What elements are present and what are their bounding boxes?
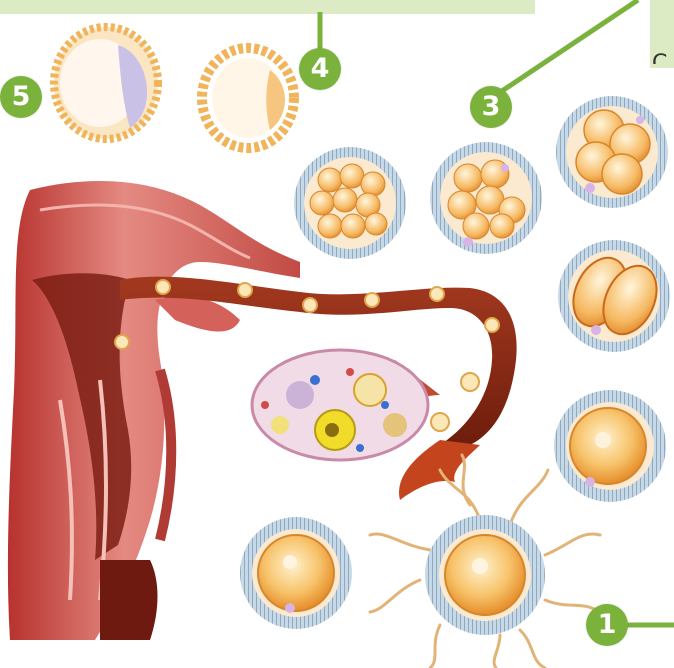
step-badge-4: 4: [299, 48, 341, 90]
embryo-8-cell: [430, 142, 542, 254]
ovary: [252, 350, 428, 460]
callout-text-right: C l: [652, 0, 674, 64]
connector-line-3: [496, 0, 638, 95]
callout-bar-top: [0, 0, 535, 14]
embryo-zygote: [554, 390, 666, 502]
embryo-2-cell: [558, 240, 670, 352]
oocyte: [240, 517, 352, 629]
blastocyst-early: [202, 48, 294, 148]
step-badge-1: 1: [586, 604, 628, 646]
embryo-morula: [294, 147, 406, 259]
embryo-4-cell: [556, 96, 668, 208]
blastocyst-hatched: [54, 27, 158, 139]
callout-line-1: C: [652, 50, 674, 64]
step-badge-5: 5: [0, 76, 42, 118]
step-badge-3: 3: [470, 86, 512, 128]
